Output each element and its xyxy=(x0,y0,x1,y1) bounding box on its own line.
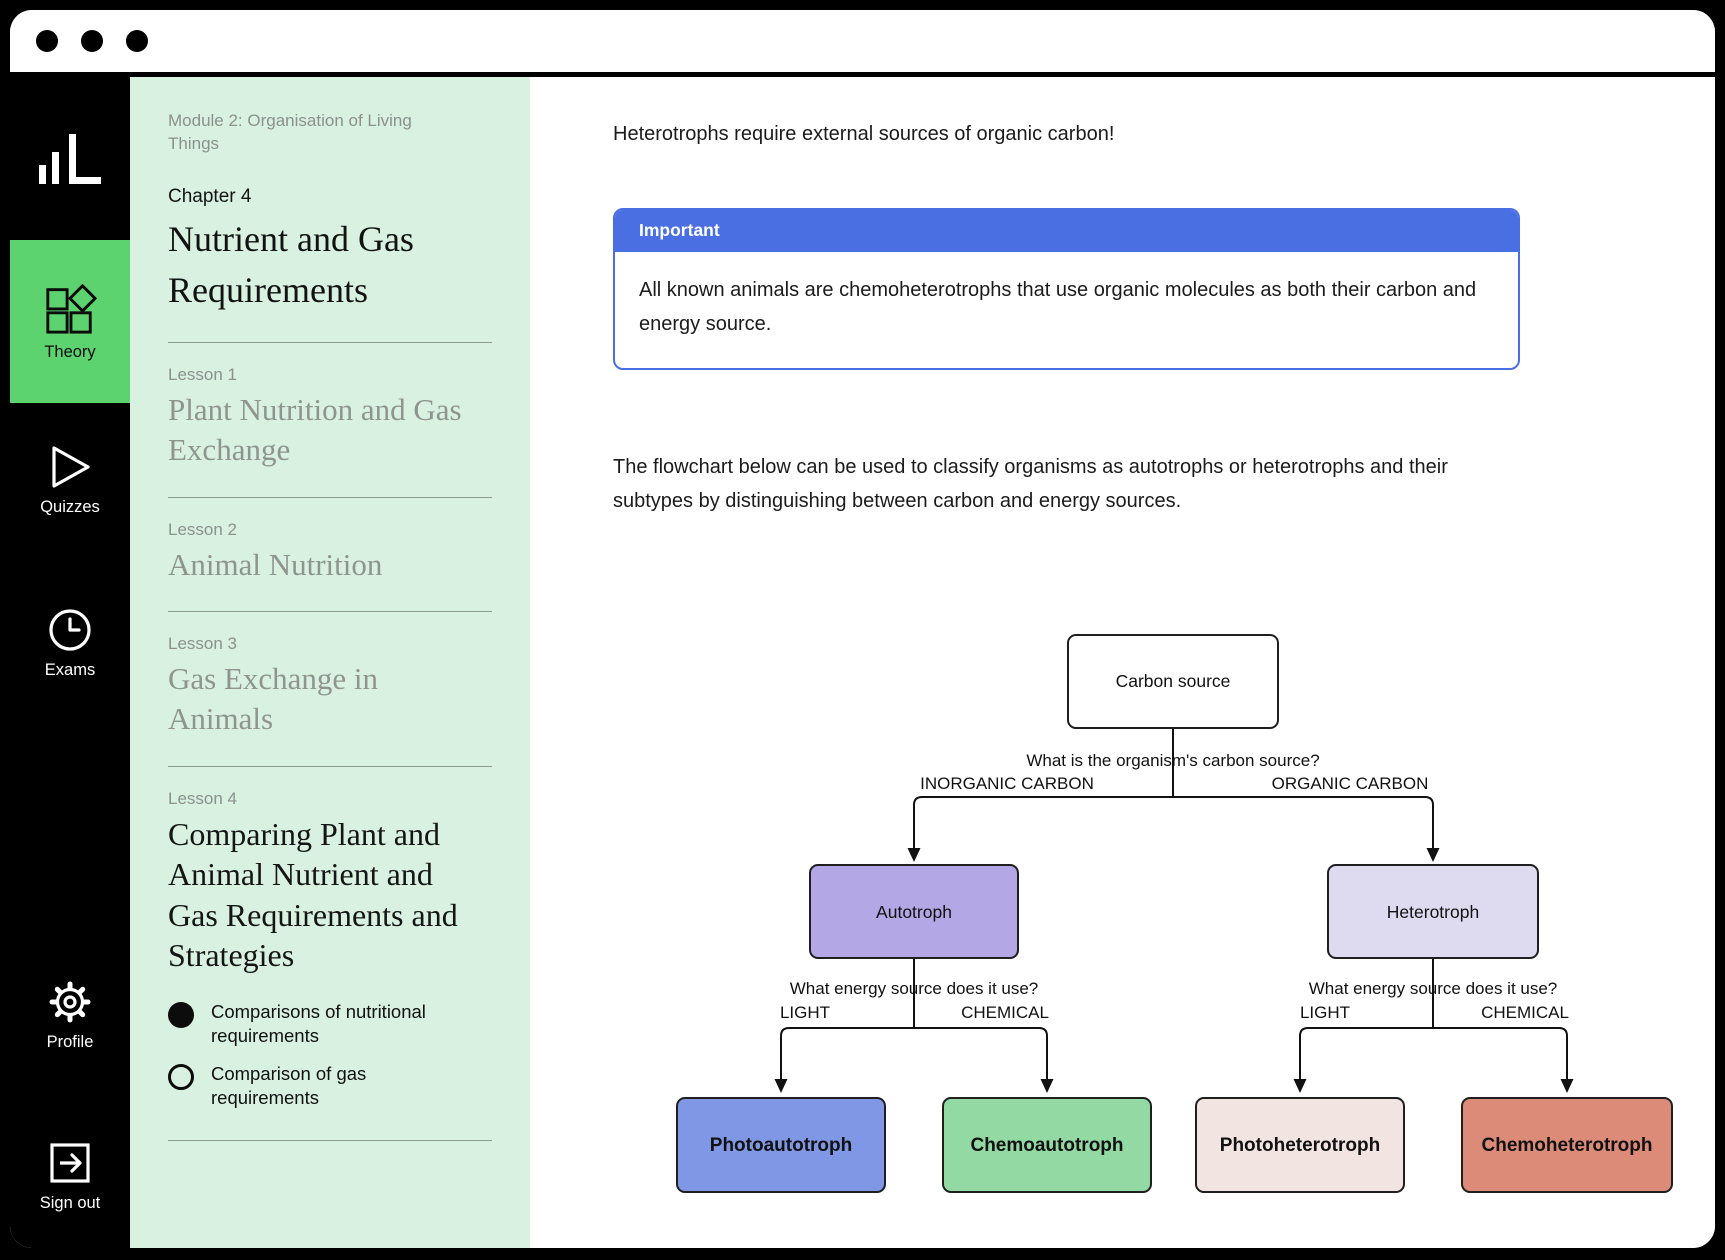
divider xyxy=(168,610,492,612)
edge-label-chemical-right: CHEMICAL xyxy=(1481,1003,1569,1022)
subtopic-nutritional-requirements[interactable]: Comparisons of nutritional requirements xyxy=(168,1000,492,1047)
window-dot-1[interactable] xyxy=(36,30,58,52)
lesson-title: Animal Nutrition xyxy=(168,546,383,582)
lesson-item-1[interactable]: Lesson 1 Plant Nutrition and Gas Exchang… xyxy=(168,365,492,471)
app-window: Theory Quizzes Exams xyxy=(10,10,1715,1248)
node-autotroph xyxy=(809,864,1019,959)
subtopic-label: Comparison of gas requirements xyxy=(211,1063,367,1109)
node-label-chemoautotroph: Chemoautotroph xyxy=(970,1135,1123,1156)
window-titlebar xyxy=(10,10,1715,77)
node-chemoautotroph xyxy=(942,1097,1152,1193)
module-label: Module 2: Organisation of Living Things xyxy=(168,111,412,153)
content-area: Heterotrophs require external sources of… xyxy=(530,77,1715,1248)
lesson-item-2[interactable]: Lesson 2 Animal Nutrition xyxy=(168,520,492,585)
app-logo[interactable] xyxy=(10,134,130,184)
node-photoautotroph xyxy=(676,1097,886,1193)
edge-label-light-right: LIGHT xyxy=(1300,1003,1350,1022)
chapter-title: Nutrient and Gas Requirements xyxy=(168,218,414,310)
edge-label-light-left: LIGHT xyxy=(780,1003,830,1022)
edge-label-organic-carbon: ORGANIC CARBON xyxy=(1272,774,1429,793)
node-label-chemoheterotroph: Chemoheterotroph xyxy=(1482,1135,1653,1156)
flowchart-nodes xyxy=(676,634,1673,1193)
sidebar-item-sign-out[interactable]: Sign out xyxy=(10,1141,130,1213)
filled-dot-icon xyxy=(168,1002,194,1029)
node-label-autotroph: Autotroph xyxy=(876,902,952,922)
node-chemoheterotroph xyxy=(1461,1097,1673,1193)
lesson-item-4-current[interactable]: Lesson 4 Comparing Plant and Animal Nutr… xyxy=(168,789,492,977)
divider xyxy=(168,342,492,344)
sidebar-item-theory[interactable]: Theory xyxy=(10,240,130,403)
lesson-item-3[interactable]: Lesson 3 Gas Exchange in Animals xyxy=(168,634,492,740)
lesson-label: Lesson 4 xyxy=(168,788,237,808)
sidebar-item-label: Exams xyxy=(44,661,96,679)
lesson-panel: Module 2: Organisation of Living Things … xyxy=(130,77,530,1248)
callout-body: All known animals are chemoheterotrophs … xyxy=(639,279,1477,335)
node-label-heterotroph: Heterotroph xyxy=(1387,902,1479,922)
callout-title: Important xyxy=(615,210,1518,252)
important-callout: Important All known animals are chemohet… xyxy=(613,208,1520,370)
lesson-title: Comparing Plant and Animal Nutrient and … xyxy=(168,815,458,974)
flowchart-connectors xyxy=(780,728,1568,1080)
gear-icon xyxy=(49,981,91,1023)
lesson-title: Plant Nutrition and Gas Exchange xyxy=(168,392,462,468)
sidebar-item-label: Sign out xyxy=(39,1194,101,1212)
sidebar-item-profile[interactable]: Profile xyxy=(10,980,130,1052)
lesson-title: Gas Exchange in Animals xyxy=(168,660,379,737)
sidebar-item-quizzes[interactable]: Quizzes xyxy=(10,445,130,517)
empty-dot-icon xyxy=(168,1064,194,1091)
lesson-subtopics: Comparisons of nutritional requirements … xyxy=(168,1000,492,1110)
play-icon xyxy=(52,446,90,488)
chapter-label: Chapter 4 xyxy=(168,185,252,207)
lesson-label: Lesson 1 xyxy=(168,365,237,385)
divider xyxy=(168,765,492,767)
question-energy-heterotroph: What energy source does it use? xyxy=(1309,979,1558,998)
classification-flowchart: Carbon source Autotroph Heterotroph Phot… xyxy=(676,634,1673,1193)
sign-out-icon xyxy=(50,1143,90,1183)
question-carbon-source: What is the organism's carbon source? xyxy=(1026,751,1319,770)
subtopic-label: Comparisons of nutritional requirements xyxy=(211,1001,426,1046)
clock-icon xyxy=(49,609,91,651)
sidebar-item-label: Theory xyxy=(44,343,96,361)
window-dot-2[interactable] xyxy=(81,30,103,52)
flowchart-description: The flowchart below can be used to class… xyxy=(613,456,1448,512)
sidebar: Theory Quizzes Exams xyxy=(10,77,130,1248)
sidebar-item-exams[interactable]: Exams xyxy=(10,608,130,680)
node-label-photoheterotroph: Photoheterotroph xyxy=(1220,1135,1380,1156)
bar-chart-logo-icon xyxy=(39,134,101,184)
node-carbon-source xyxy=(1067,634,1279,729)
blocks-icon xyxy=(46,283,97,334)
lesson-label: Lesson 2 xyxy=(168,519,237,539)
subtopic-gas-requirements[interactable]: Comparison of gas requirements xyxy=(168,1062,492,1109)
sidebar-item-label: Profile xyxy=(46,1033,94,1051)
question-energy-autotroph: What energy source does it use? xyxy=(790,979,1039,998)
node-label-carbon-source: Carbon source xyxy=(1116,671,1231,691)
intro-text: Heterotrophs require external sources of… xyxy=(613,123,1115,145)
node-label-photoautotroph: Photoautotroph xyxy=(710,1135,852,1156)
node-heterotroph xyxy=(1327,864,1539,959)
edge-label-chemical-left: CHEMICAL xyxy=(961,1003,1049,1022)
arrowheads xyxy=(774,848,1574,1093)
divider xyxy=(168,1139,492,1141)
lesson-label: Lesson 3 xyxy=(168,633,237,653)
edge-label-inorganic-carbon: INORGANIC CARBON xyxy=(920,774,1094,793)
sidebar-item-label: Quizzes xyxy=(40,498,100,516)
node-photoheterotroph xyxy=(1195,1097,1405,1193)
window-dot-3[interactable] xyxy=(126,30,148,52)
divider xyxy=(168,496,492,498)
